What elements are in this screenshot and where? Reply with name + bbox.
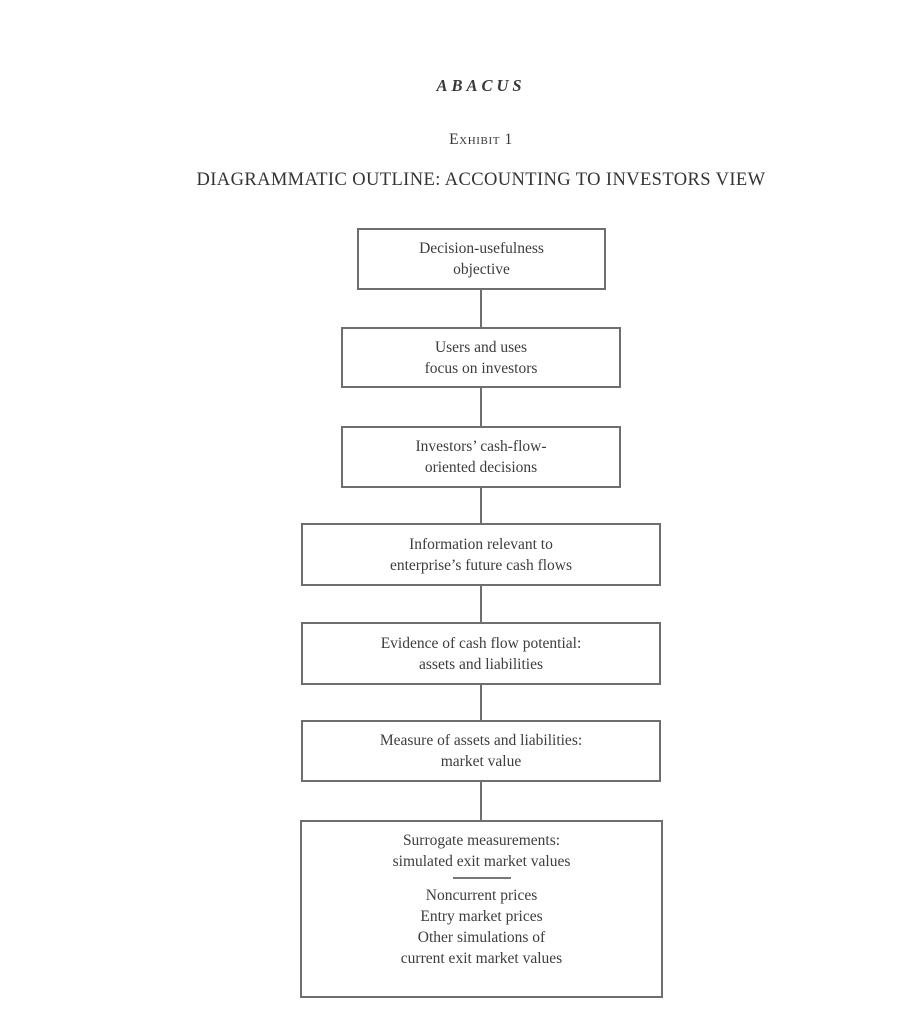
- flow-box-measure-of-assets-and-liabilities: Measure of assets and liabilities: marke…: [301, 720, 661, 782]
- box-text-line: focus on investors: [424, 359, 538, 377]
- flow-box-decision-usefulness-objective: Decision-usefulness objective: [357, 228, 606, 290]
- box-text-line: Noncurrent prices: [425, 887, 538, 904]
- box-text-line: Measure of assets and liabilities:: [379, 732, 583, 749]
- box-text-line: current exit market values: [400, 950, 563, 967]
- box-text-line: Investors’ cash-flow-: [415, 438, 547, 455]
- box-text-line: oriented decisions: [424, 459, 538, 476]
- flow-box-evidence-of-cash-flow-potential: Evidence of cash flow potential: assets …: [301, 622, 661, 685]
- box-text-line: market value: [440, 753, 522, 770]
- box-text-line: Information relevant to: [409, 535, 553, 553]
- exhibit-label: Exhibit 1: [449, 131, 513, 148]
- journal-title: ABACUS: [436, 76, 526, 95]
- box-text-line: Users and uses: [434, 338, 528, 356]
- box-text-line: assets and liabilities: [419, 655, 543, 673]
- inner-divider-rule: [452, 877, 511, 879]
- box-text-line: Decision-usefulness: [419, 240, 544, 257]
- box-text-line: objective: [453, 261, 510, 278]
- flow-box-investors-cash-flow-decisions: Investors’ cash-flow- oriented decisions: [341, 426, 621, 488]
- box-text-line: enterprise’s future cash flows: [389, 556, 573, 574]
- exhibit-title: DIAGRAMMATIC OUTLINE: ACCOUNTING TO INVE…: [196, 170, 766, 190]
- flow-box-users-and-uses: Users and uses focus on investors: [341, 327, 621, 388]
- box-text-line: Evidence of cash flow potential:: [380, 634, 582, 652]
- flow-box-surrogate-measurements: Surrogate measurements: simulated exit m…: [300, 820, 663, 998]
- box-text-line: Surrogate measurements:: [402, 832, 561, 849]
- flow-box-information-relevant-to-cash-flows: Information relevant to enterprise’s fut…: [301, 523, 661, 586]
- box-text-line: Other simulations of: [417, 929, 546, 946]
- box-text-line: simulated exit market values: [392, 853, 571, 870]
- box-text-line: Entry market prices: [420, 908, 543, 925]
